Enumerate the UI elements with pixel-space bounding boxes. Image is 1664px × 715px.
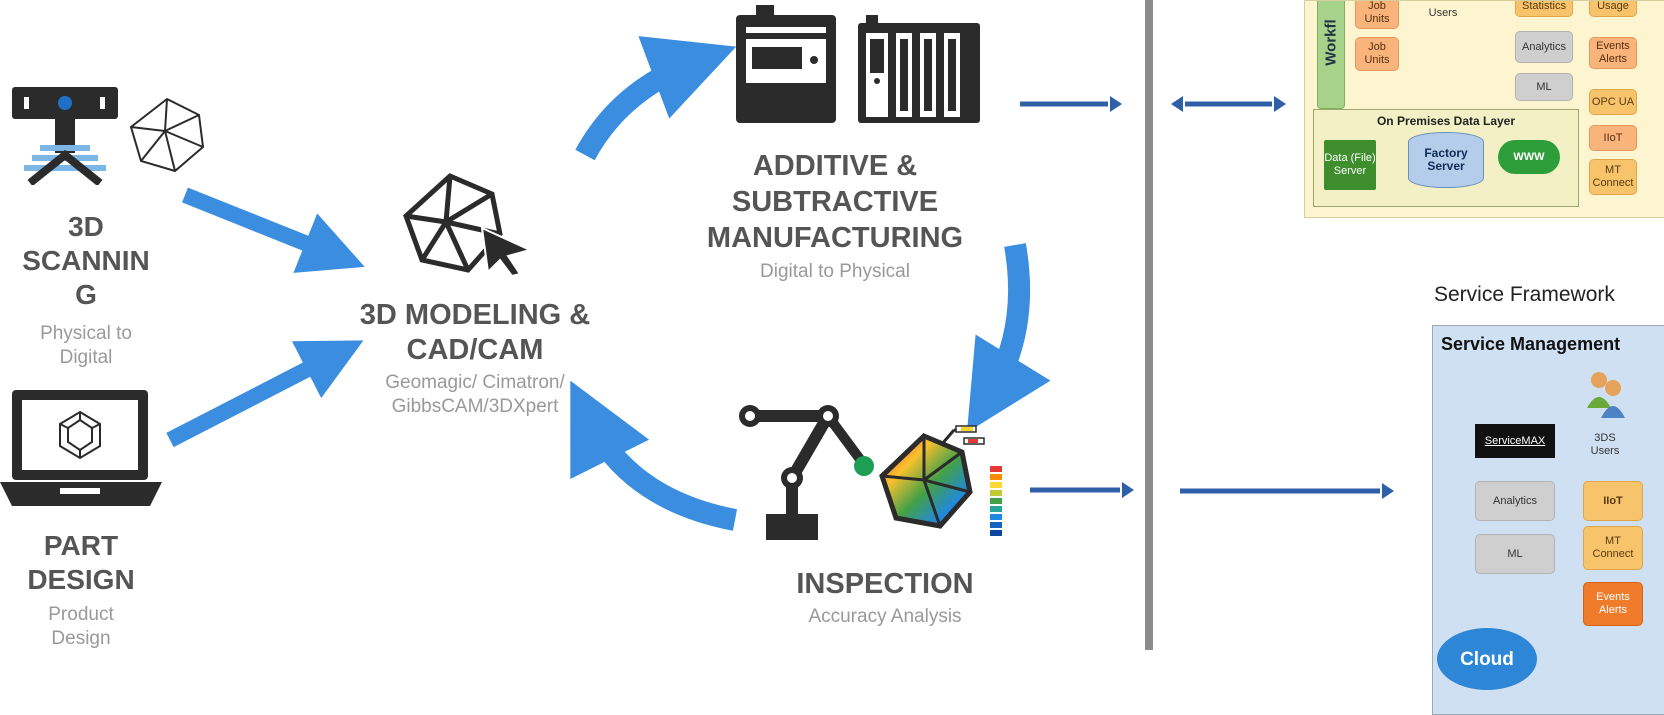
service-ml-box: ML bbox=[1475, 534, 1555, 574]
scanner-icon bbox=[10, 85, 120, 187]
users-box: Users bbox=[1428, 6, 1458, 19]
data-layer-panel: On Premises Data Layer Data (File) Serve… bbox=[1313, 109, 1579, 207]
service-management-panel: Service Management ServiceMAX 3DS Users … bbox=[1432, 325, 1664, 715]
factory-server: Factory Server bbox=[1408, 132, 1484, 188]
laptop-icon bbox=[0, 388, 162, 508]
manufacturing-title: ADDITIVE & SUBTRACTIVE MANUFACTURING bbox=[706, 150, 964, 254]
workflow-label: Workfl bbox=[1322, 19, 1340, 66]
job-units-box-1: Job Units bbox=[1355, 1, 1399, 29]
arrow-inspect-to-model bbox=[570, 380, 738, 531]
inspection-title: INSPECTION bbox=[796, 568, 974, 600]
data-layer-title: On Premises Data Layer bbox=[1376, 114, 1516, 128]
service-iiot-box: IIoT bbox=[1583, 481, 1643, 521]
www-cloud: WWW bbox=[1498, 140, 1560, 174]
job-units-box-2: Job Units bbox=[1355, 37, 1399, 71]
service-framework-title: Service Framework bbox=[1434, 283, 1615, 306]
service-management-title: Service Management bbox=[1441, 334, 1621, 354]
inspection-subtitle: Accuracy Analysis bbox=[808, 606, 962, 627]
modeling-cursor-icon bbox=[400, 172, 535, 278]
mt-connect-box: MT Connect bbox=[1589, 159, 1637, 195]
polyhedron-icon bbox=[127, 95, 207, 175]
service-events-alerts-box: Events Alerts bbox=[1583, 582, 1643, 626]
part-design-subtitle: Product Design bbox=[48, 604, 114, 649]
divider-line bbox=[1145, 0, 1153, 650]
printer-machine-icon bbox=[736, 5, 836, 123]
usage-box: Usage bbox=[1589, 1, 1637, 17]
arrow-model-to-mfg bbox=[575, 36, 737, 161]
servicemax-logo: ServiceMAX bbox=[1475, 424, 1555, 458]
data-file-server: Data (File) Server bbox=[1324, 140, 1376, 190]
arrow-design-to-model bbox=[166, 340, 364, 448]
users-group-icon bbox=[1585, 368, 1625, 420]
cloud-shape: Cloud bbox=[1437, 628, 1537, 690]
ml-box: ML bbox=[1515, 73, 1573, 101]
scanning-subtitle: Physical to Digital bbox=[40, 323, 132, 368]
statistics-box: Statistics bbox=[1515, 1, 1573, 17]
3ds-users-label: 3DS Users bbox=[1590, 432, 1620, 457]
iiot-box: IIoT bbox=[1589, 125, 1637, 151]
workflow-sidebar: Workfl bbox=[1317, 1, 1345, 109]
service-analytics-box: Analytics bbox=[1475, 481, 1555, 521]
robot-arm-icon bbox=[736, 402, 876, 540]
cnc-machine-icon bbox=[858, 15, 980, 123]
part-design-title: PART DESIGN bbox=[27, 530, 135, 595]
scanning-title: 3D SCANNIN G bbox=[22, 211, 150, 310]
service-mt-connect-box: MT Connect bbox=[1583, 526, 1643, 570]
modeling-title: 3D MODELING & CAD/CAM bbox=[359, 299, 591, 366]
arrow-scan-to-model bbox=[182, 187, 365, 273]
opc-ua-box: OPC UA bbox=[1589, 89, 1637, 115]
connector-arrows bbox=[1020, 101, 1380, 494]
analytics-box: Analytics bbox=[1515, 31, 1573, 63]
color-map-polyhedron-icon bbox=[878, 422, 1003, 540]
manufacturing-subtitle: Digital to Physical bbox=[760, 261, 910, 282]
workflow-panel: Workfl Job Units Users Statistics Usage … bbox=[1304, 0, 1664, 218]
arrow-mfg-to-inspect bbox=[966, 243, 1051, 433]
modeling-subtitle: Geomagic/ Cimatron/ GibbsCAM/3DXpert bbox=[385, 372, 565, 417]
events-alerts-box: Events Alerts bbox=[1589, 37, 1637, 69]
